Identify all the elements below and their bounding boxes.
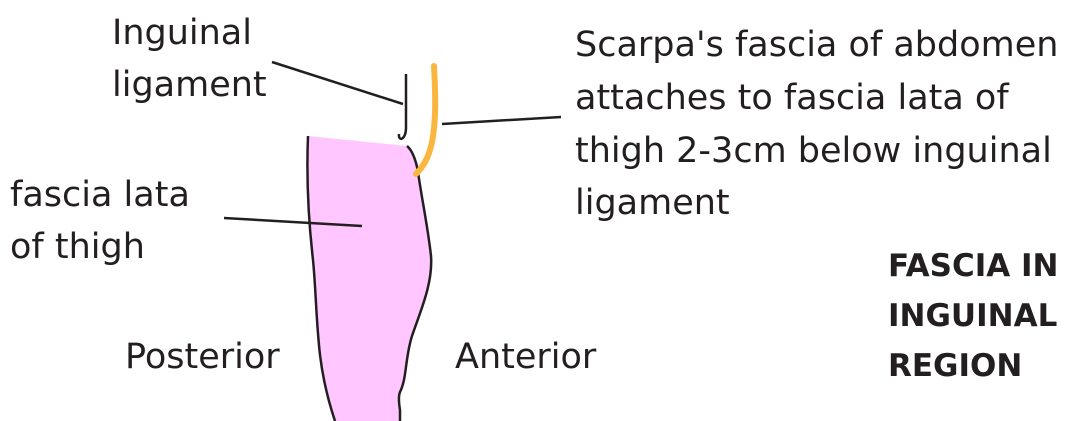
scarpas-fascia xyxy=(416,66,435,174)
inguinal-ligament-label-line-2: ligament xyxy=(112,65,267,105)
fascia-lata-region xyxy=(307,136,431,421)
scarpas-fascia-leader xyxy=(442,117,561,124)
fascia-lata-label: fascia lata of thigh xyxy=(10,175,201,267)
inguinal-ligament-label-line-1: Inguinal xyxy=(112,13,252,53)
diagram-title: FASCIA IN INGUINAL REGION xyxy=(888,248,1069,384)
fascia-lata-label-line-2: of thigh xyxy=(10,227,145,267)
scarpas-fascia-label-line-1: Scarpa's fascia of abdomen xyxy=(575,25,1058,65)
fascia-lata-label-line-1: fascia lata xyxy=(10,175,190,215)
diagram-title-line-3: REGION xyxy=(888,348,1022,384)
diagram-title-line-2: INGUINAL xyxy=(888,298,1057,334)
anterior-label: Anterior xyxy=(455,337,597,377)
diagram-title-line-1: FASCIA IN xyxy=(888,248,1059,284)
scarpas-fascia-label-line-4: ligament xyxy=(575,183,730,223)
posterior-label: Posterior xyxy=(125,337,280,377)
scarpas-fascia-label-line-2: attaches to fascia lata of xyxy=(575,78,1009,118)
inguinal-ligament xyxy=(399,74,406,139)
inguinal-ligament-label: Inguinal ligament xyxy=(112,13,267,105)
scarpas-fascia-label-line-3: thigh 2-3cm below inguinal xyxy=(575,131,1052,171)
inguinal-ligament-leader xyxy=(272,62,403,104)
scarpas-fascia-label: Scarpa's fascia of abdomen attaches to f… xyxy=(575,25,1070,223)
